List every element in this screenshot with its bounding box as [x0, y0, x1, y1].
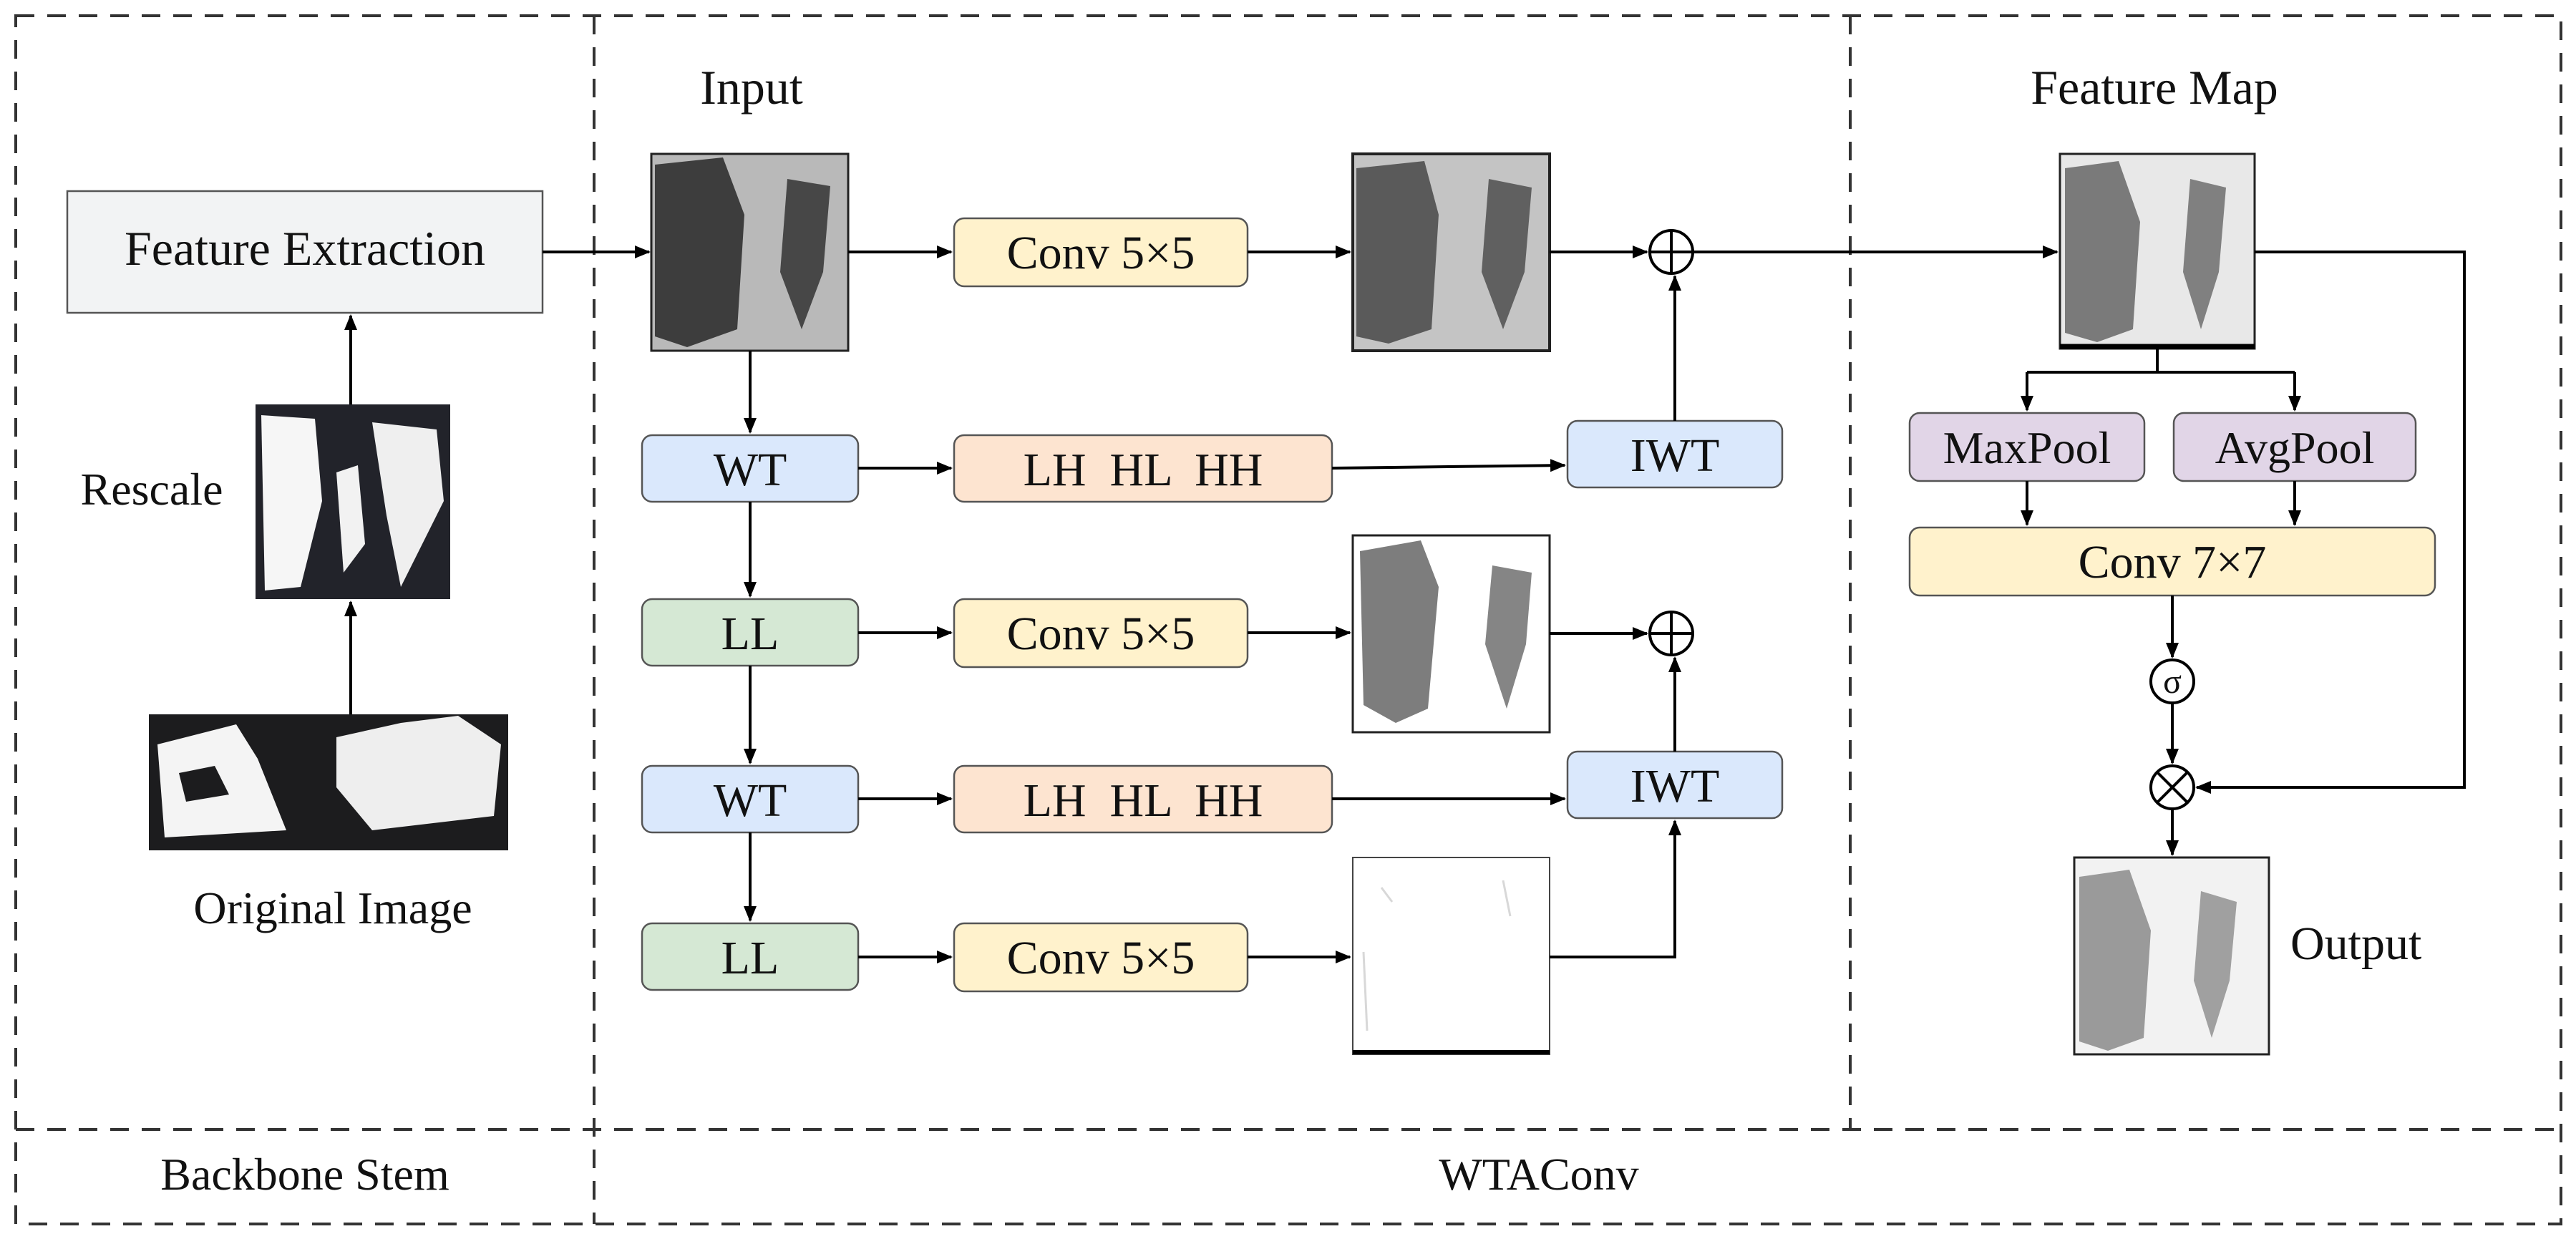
svg-text:LL: LL [721, 608, 779, 660]
sigmoid-symbol: σ [2149, 659, 2195, 704]
svg-text:IWT: IWT [1630, 429, 1720, 482]
svg-text:Conv 5×5: Conv 5×5 [1007, 227, 1195, 279]
conv5-block-2: Conv 5×5 [953, 598, 1249, 669]
conv7-block: Conv 7×7 [1908, 526, 2436, 597]
wt-block-1: WT [641, 434, 860, 503]
section-wtaconv: WTAConv [1439, 1149, 1638, 1200]
svg-text:Conv 7×7: Conv 7×7 [2079, 536, 2267, 588]
feature-extraction-block: Feature Extraction [66, 190, 544, 314]
original-image [149, 714, 508, 850]
rescaled-image [256, 404, 450, 599]
attention-arrows [2021, 251, 2466, 856]
conv-output-map-3 [1352, 857, 1550, 1055]
svg-text:WT: WT [714, 444, 787, 496]
wt-block-2: WT [641, 764, 860, 834]
svg-text:LH HL HH: LH HL HH [1024, 774, 1263, 827]
add-symbol-2 [1648, 611, 1694, 656]
original-image-label: Original Image [193, 883, 472, 933]
svg-text:WT: WT [714, 774, 787, 827]
high-freq-block-2: LH HL HH [953, 764, 1333, 834]
svg-text:AvgPool: AvgPool [2215, 422, 2375, 473]
multiply-symbol [2149, 764, 2195, 810]
iwt-block-2: IWT [1566, 750, 1784, 820]
wtaconv-arrows [744, 246, 1681, 963]
output-image [2073, 856, 2270, 1056]
ll-block-2: LL [641, 922, 860, 991]
maxpool-block: MaxPool [1908, 412, 2146, 482]
input-label: Input [700, 60, 803, 115]
high-freq-block-1: LH HL HH [953, 434, 1333, 503]
svg-text:IWT: IWT [1630, 760, 1720, 812]
svg-text:LH HL HH: LH HL HH [1024, 444, 1263, 496]
conv-output-map-1 [1351, 152, 1551, 352]
avgpool-block: AvgPool [2172, 412, 2417, 482]
iwt-block-1: IWT [1566, 419, 1784, 489]
section-borders [14, 14, 2562, 1225]
feature-extraction-label: Feature Extraction [125, 221, 485, 276]
svg-text:Conv 5×5: Conv 5×5 [1007, 608, 1195, 660]
add-symbol-1 [1648, 229, 1694, 275]
output-label: Output [2290, 918, 2421, 970]
conv-output-map-2 [1351, 534, 1551, 734]
svg-text:MaxPool: MaxPool [1943, 422, 2111, 473]
feature-map-image [2059, 152, 2256, 350]
svg-text:Conv 5×5: Conv 5×5 [1007, 932, 1195, 984]
section-backbone-stem: Backbone Stem [160, 1149, 449, 1200]
feature-map-label: Feature Map [2031, 60, 2278, 115]
conv5-block-1: Conv 5×5 [953, 217, 1249, 288]
svg-text:LL: LL [721, 932, 779, 984]
input-feature-map [650, 152, 850, 352]
rescale-label: Rescale [81, 464, 223, 515]
ll-block-1: LL [641, 598, 860, 667]
svg-text:σ: σ [2163, 663, 2182, 701]
conv5-block-3: Conv 5×5 [953, 922, 1249, 993]
